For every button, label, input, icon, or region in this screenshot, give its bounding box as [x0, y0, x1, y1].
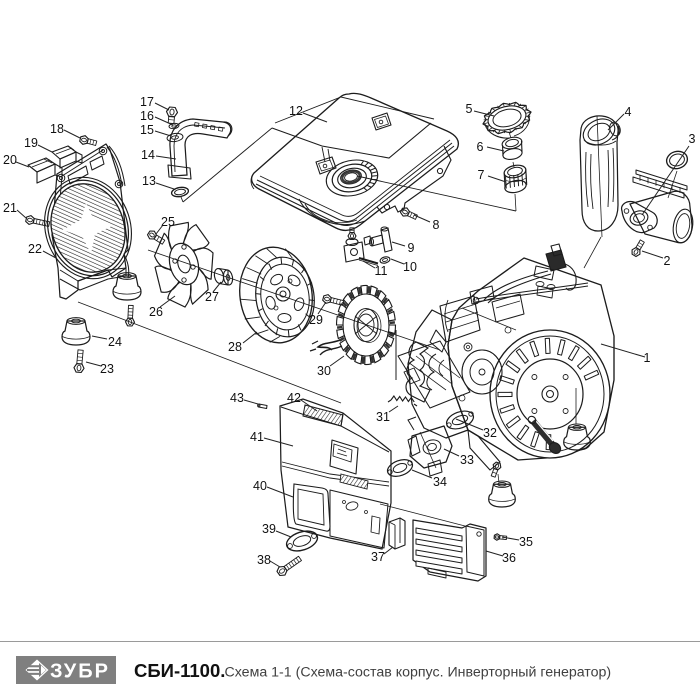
- svg-text:22: 22: [28, 242, 42, 256]
- svg-text:19: 19: [24, 136, 38, 150]
- svg-text:10: 10: [403, 260, 417, 274]
- svg-text:6: 6: [477, 140, 484, 154]
- svg-text:25: 25: [161, 215, 175, 229]
- svg-text:17: 17: [140, 95, 154, 109]
- svg-text:11: 11: [375, 264, 388, 278]
- svg-text:20: 20: [3, 153, 17, 167]
- svg-text:21: 21: [3, 201, 17, 215]
- svg-text:СБИ-1100.: СБИ-1100.: [134, 660, 225, 681]
- svg-text:5: 5: [466, 102, 473, 116]
- svg-text:1: 1: [644, 351, 651, 365]
- svg-text:7: 7: [478, 168, 485, 182]
- svg-text:ЗУБР: ЗУБР: [50, 661, 110, 683]
- svg-text:9: 9: [408, 241, 415, 255]
- svg-text:34: 34: [433, 475, 447, 489]
- svg-text:4: 4: [625, 105, 632, 119]
- svg-text:16: 16: [140, 109, 154, 123]
- svg-text:41: 41: [250, 430, 264, 444]
- svg-text:14: 14: [141, 148, 155, 162]
- svg-text:36: 36: [502, 551, 516, 565]
- svg-text:37: 37: [371, 550, 385, 564]
- svg-text:33: 33: [460, 453, 474, 467]
- svg-text:18: 18: [50, 122, 64, 136]
- svg-text:35: 35: [519, 535, 533, 549]
- svg-text:24: 24: [108, 335, 122, 349]
- svg-text:23: 23: [100, 362, 114, 376]
- svg-text:12: 12: [289, 104, 303, 118]
- svg-text:42: 42: [287, 391, 301, 405]
- svg-text:15: 15: [140, 123, 154, 137]
- svg-text:40: 40: [253, 479, 267, 493]
- svg-text:30: 30: [317, 364, 331, 378]
- svg-text:2: 2: [664, 254, 671, 268]
- svg-text:38: 38: [257, 553, 271, 567]
- svg-text:26: 26: [149, 305, 163, 319]
- svg-text:Схема 1-1 (Схема-состав корпус: Схема 1-1 (Схема-состав корпус. Инвертор…: [225, 665, 612, 681]
- svg-text:27: 27: [205, 290, 219, 304]
- svg-text:28: 28: [228, 340, 242, 354]
- svg-text:32: 32: [483, 426, 497, 440]
- svg-text:31: 31: [376, 410, 390, 424]
- svg-text:13: 13: [142, 174, 156, 188]
- svg-text:43: 43: [230, 391, 244, 405]
- svg-text:3: 3: [689, 132, 696, 146]
- svg-text:29: 29: [309, 313, 323, 327]
- svg-text:8: 8: [433, 218, 440, 232]
- svg-text:39: 39: [262, 522, 276, 536]
